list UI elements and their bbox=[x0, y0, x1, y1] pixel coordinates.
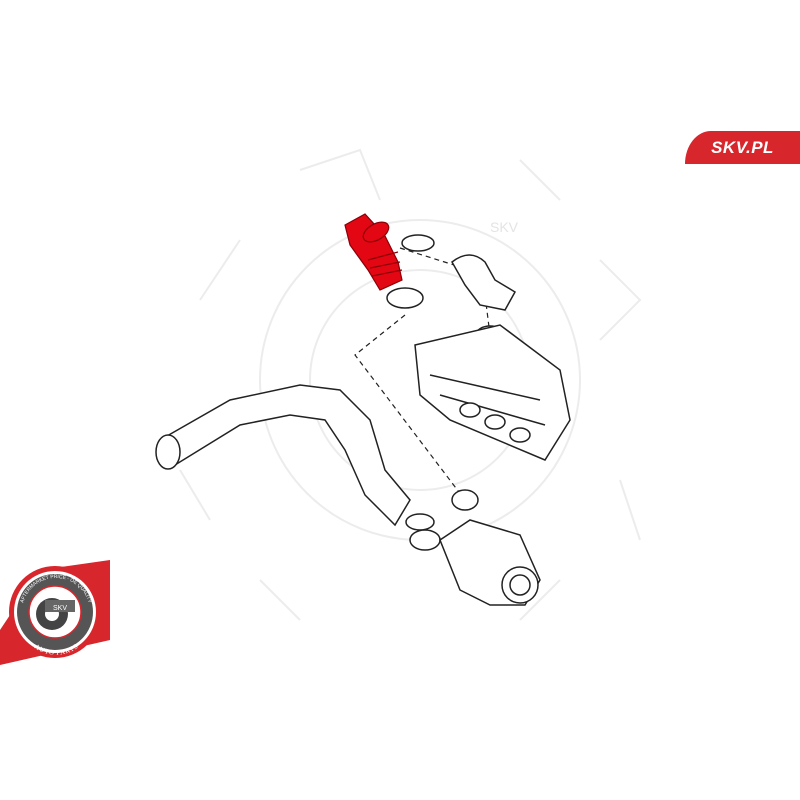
parts-line-art bbox=[155, 234, 571, 606]
brand-logo-tab: SKV.PL bbox=[685, 131, 800, 164]
hose-clamp-lower bbox=[386, 287, 424, 309]
badge-center-text: SKV bbox=[53, 605, 67, 612]
watermark-text: SKV bbox=[490, 219, 519, 235]
elbow-pipe bbox=[451, 254, 517, 311]
skv-auto-parts-badge: SKV AFTERMARKET PRICE - OE QUALITY AUTO … bbox=[0, 560, 110, 665]
watermark-gear-icon bbox=[179, 148, 642, 621]
intake-manifold bbox=[414, 324, 571, 461]
brand-label: SKV.PL bbox=[711, 137, 774, 157]
hose-clamp-upper bbox=[401, 234, 435, 252]
leader-lines bbox=[354, 247, 491, 501]
highlighted-intake-hose bbox=[344, 213, 403, 291]
charge-pipe bbox=[158, 384, 411, 527]
